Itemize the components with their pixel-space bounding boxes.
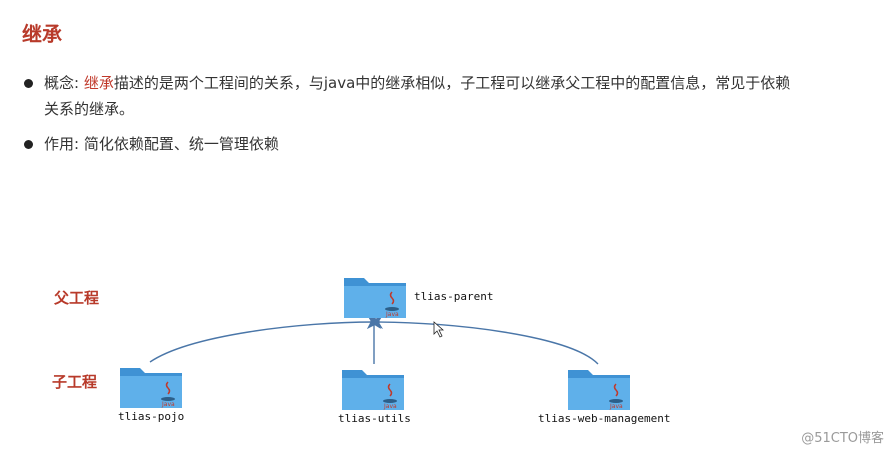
mouse-cursor-icon — [433, 321, 445, 338]
page-title: 继承 — [22, 22, 62, 46]
svg-text:Java: Java — [609, 403, 623, 410]
java-badge: Java — [385, 311, 399, 318]
concept-rest: 描述的是两个工程间的关系，与java中的继承相似，子工程可以继承父工程中的配置信… — [113, 74, 791, 92]
child-project-name-web-management: tlias-web-management — [538, 412, 671, 425]
svg-text:Java: Java — [383, 403, 397, 410]
folder-utils-icon: Java — [340, 364, 406, 412]
bullet-concept-text: 概念: 继承描述的是两个工程间的关系，与java中的继承相似，子工程可以继承父工… — [44, 70, 790, 96]
folder-pojo-icon: Java — [118, 362, 184, 410]
child-project-name-pojo: tlias-pojo — [118, 410, 185, 423]
concept-prefix: 概念: — [44, 74, 84, 92]
parent-project-label: 父工程 — [54, 289, 100, 307]
watermark: @51CTO博客 — [801, 431, 884, 446]
parent-project-name: tlias-parent — [414, 290, 494, 303]
child-project-name-utils: tlias-utils — [338, 412, 411, 425]
usage-text: 作用: 简化依赖配置、统一管理依赖 — [44, 135, 279, 153]
folder-parent-icon: Java — [342, 272, 408, 320]
arrow-web-to-parent — [369, 315, 599, 365]
concept-accent: 继承 — [83, 74, 114, 92]
concept-line2: 关系的继承。 — [44, 100, 135, 118]
folder-web-management-icon: Java — [566, 364, 632, 412]
bullet-dot — [24, 140, 33, 149]
svg-text:Java: Java — [161, 401, 175, 408]
child-project-label: 子工程 — [52, 373, 98, 391]
arrow-pojo-to-parent — [149, 315, 381, 363]
bullet-dot — [24, 79, 33, 88]
